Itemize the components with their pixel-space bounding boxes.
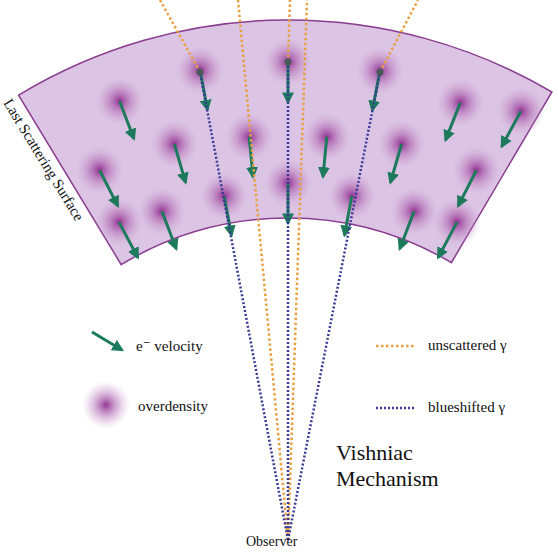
velocity-arrow <box>100 170 118 206</box>
scatter-point <box>197 69 204 76</box>
legend-unscattered-sample <box>376 345 416 348</box>
legend-text: unscattered γ <box>428 337 507 354</box>
scatter-point <box>377 69 384 76</box>
figure-title: Vishniac Mechanism <box>336 440 454 492</box>
overdensity-blob <box>176 46 224 94</box>
observer-label: Observer <box>246 534 297 550</box>
velocity-arrow <box>119 222 138 257</box>
velocity-arrow <box>502 111 521 146</box>
velocity-arrow <box>249 137 253 177</box>
velocity-arrow <box>162 211 176 248</box>
velocity-arrow <box>400 211 414 248</box>
unscattered-ray <box>288 0 290 62</box>
velocity-arrow <box>438 222 457 257</box>
overdensity-group <box>76 38 545 246</box>
unscattered-ray <box>160 0 200 72</box>
legend-text: blueshifted γ <box>428 399 505 416</box>
blueshifted-ray <box>287 62 290 540</box>
legend-overdensity-sample <box>82 381 130 429</box>
velocity-arrow <box>458 170 476 206</box>
velocity-arrow <box>391 144 402 182</box>
unscattered-ray <box>380 0 418 72</box>
unscattered-ray <box>288 0 307 540</box>
velocity-arrows <box>100 62 521 258</box>
legend-text: e⁻ velocity <box>136 337 203 355</box>
overdensity-blob <box>356 47 404 95</box>
scatter-points <box>197 59 384 76</box>
legend-arrow-sample <box>92 332 122 350</box>
legend-text: overdensity <box>138 398 208 415</box>
velocity-arrow <box>446 103 461 140</box>
legend-blueshifted-sample <box>376 407 416 410</box>
scatter-point <box>285 59 292 66</box>
velocity-arrow <box>120 101 134 138</box>
velocity-arrow <box>174 144 185 182</box>
blueshifted-ray <box>200 72 288 540</box>
unscattered-ray <box>238 0 288 540</box>
velocity-arrow <box>323 137 327 177</box>
last-scattering-shell <box>19 20 552 265</box>
